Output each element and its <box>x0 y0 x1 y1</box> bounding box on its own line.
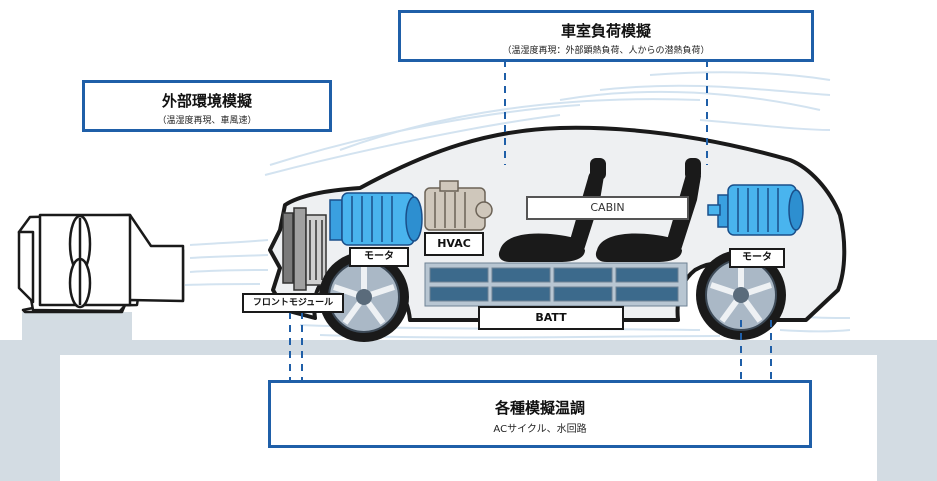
hvac-label: HVAC <box>424 232 484 256</box>
thermal-control-title: 各種模擬温調 <box>494 399 585 417</box>
battery-label: BATT <box>478 306 624 330</box>
external-env-subtitle: （温湿度再現、車風速） <box>157 116 257 126</box>
radiator-icon <box>282 207 327 291</box>
thermal-control-subtitle: ACサイクル、水回路 <box>493 424 587 435</box>
fan-unit-icon <box>17 213 185 314</box>
battery-pack-icon <box>424 262 688 307</box>
front-motor-label: モータ <box>349 247 409 267</box>
cabin-label: CABIN <box>526 196 689 220</box>
cabin-load-box: 車室負荷模擬 （温湿度再現：外部顕熱負荷、人からの潜熱負荷） <box>398 10 814 62</box>
rear-motor-icon <box>707 184 804 236</box>
connector-lines <box>289 60 772 381</box>
cabin-load-subtitle: （温湿度再現：外部顕熱負荷、人からの潜熱負荷） <box>502 46 710 56</box>
external-env-title: 外部環境模擬 <box>161 92 252 110</box>
floor-platform <box>0 312 937 481</box>
front-module-label: フロントモジュール <box>242 293 344 313</box>
rear-wheel-icon <box>696 250 786 340</box>
thermal-control-box: 各種模擬温調 ACサイクル、水回路 <box>268 380 812 448</box>
cabin-load-title: 車室負荷模擬 <box>560 22 651 40</box>
external-env-box: 外部環境模擬 （温湿度再現、車風速） <box>82 80 332 132</box>
hvac-compressor-icon <box>424 180 493 231</box>
rear-motor-label: モータ <box>729 248 785 268</box>
front-motor-icon <box>329 192 423 246</box>
